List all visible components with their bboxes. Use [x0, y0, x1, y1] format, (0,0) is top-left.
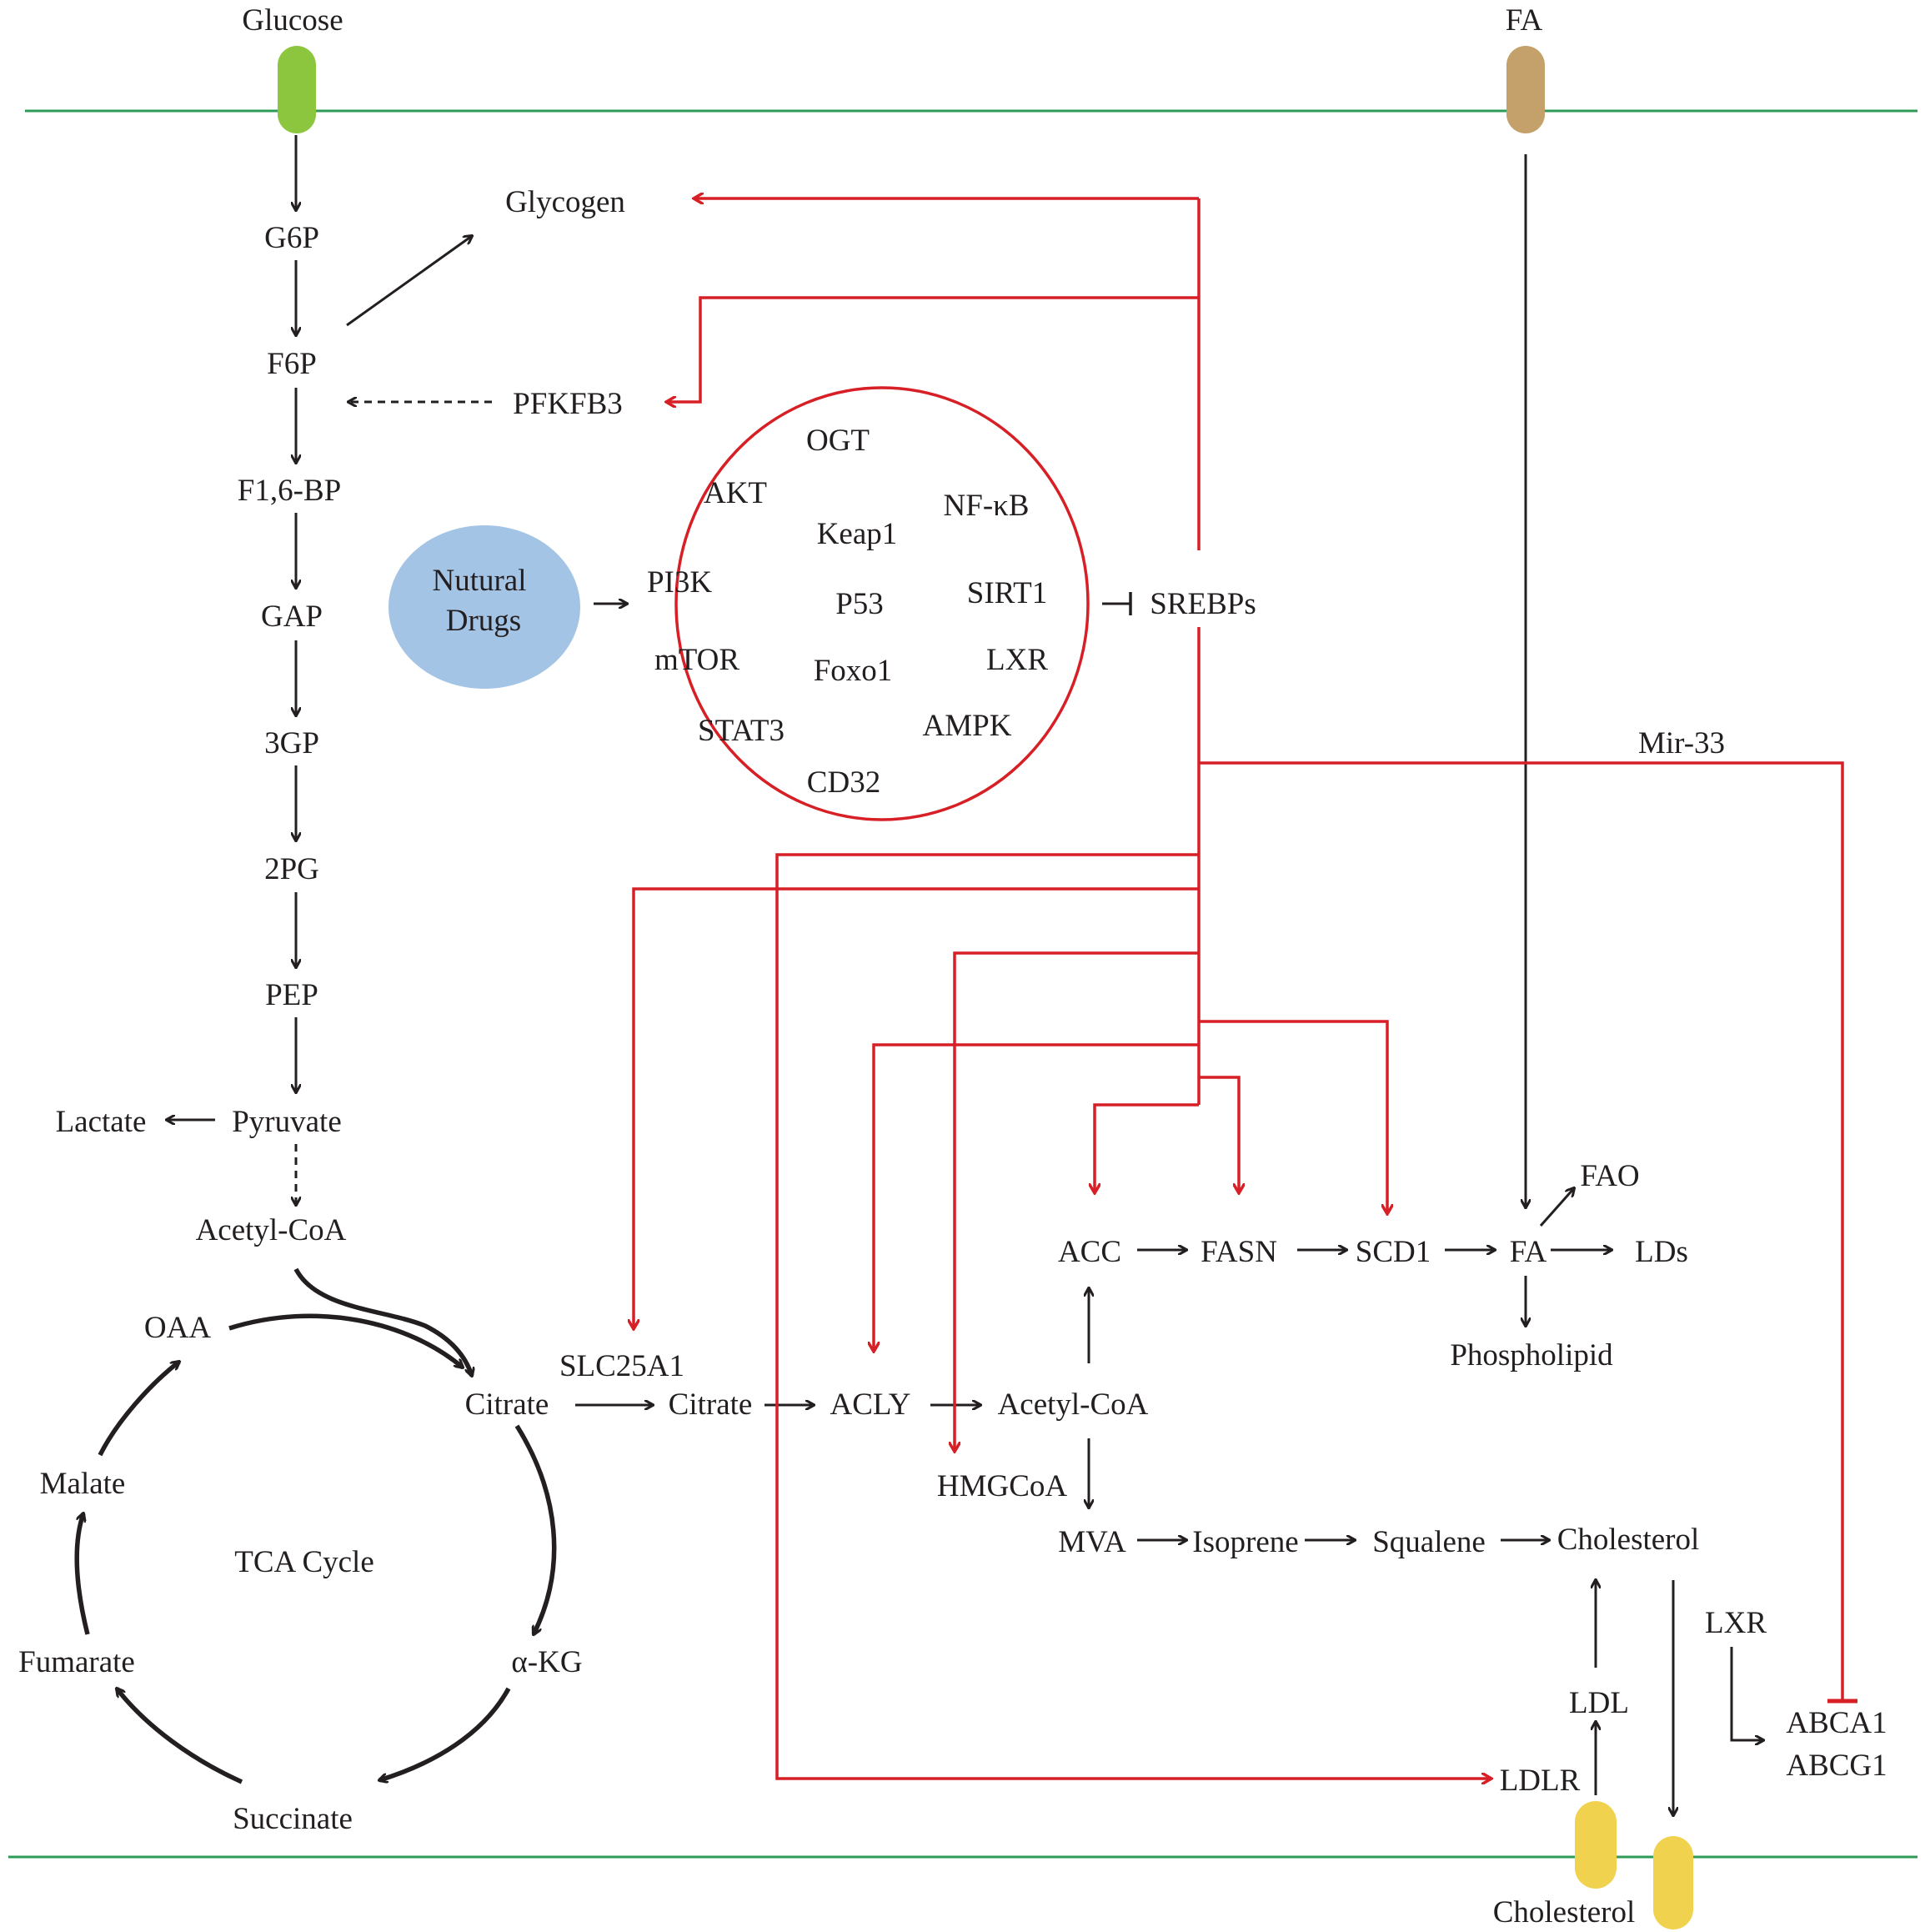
label-ldlr: LDLR	[1500, 1764, 1581, 1798]
label-keap1: Keap1	[817, 517, 898, 551]
arrow-fa-fao	[1539, 1188, 1574, 1227]
label-phospholipid: Phospholipid	[1450, 1338, 1613, 1372]
red-arrow-scd1	[1199, 1020, 1387, 1213]
label-acetylcoa-1: Acetyl-CoA	[196, 1213, 347, 1247]
label-ldl: LDL	[1569, 1686, 1629, 1720]
label-acc: ACC	[1058, 1235, 1121, 1269]
label-glycogen: Glycogen	[505, 185, 625, 219]
label-isoprene: Isoprene	[1192, 1525, 1298, 1559]
label-drugs-2: Drugs	[446, 604, 521, 638]
arrow-f6p-glycogen	[346, 236, 472, 327]
label-acetylcoa-2: Acetyl-CoA	[998, 1388, 1149, 1422]
label-lxr-1: LXR	[986, 643, 1048, 677]
label-fa-top: FA	[1506, 3, 1543, 38]
label-fa-2: FA	[1510, 1235, 1547, 1269]
label-g6p: G6P	[264, 221, 319, 255]
label-fumarate: Fumarate	[18, 1645, 135, 1679]
cholesterol-transporter-in	[1575, 1801, 1617, 1889]
label-ampk: AMPK	[923, 709, 1012, 743]
label-foxo1: Foxo1	[814, 654, 893, 688]
label-fasn: FASN	[1201, 1235, 1277, 1269]
label-mtor: mTOR	[654, 643, 739, 677]
natural-drugs-node	[389, 525, 580, 689]
label-drugs-1: Nutural	[432, 564, 526, 598]
label-abca1: ABCA1	[1786, 1706, 1887, 1740]
fa-transporter	[1506, 46, 1545, 133]
label-lxr-2: LXR	[1705, 1606, 1767, 1640]
label-gap: GAP	[261, 600, 323, 634]
red-arrow-acc	[1095, 1103, 1199, 1192]
red-arrow-fasn	[1199, 1076, 1239, 1192]
label-tca-cycle: TCA Cycle	[234, 1545, 374, 1579]
label-slc25a1: SLC25A1	[559, 1349, 684, 1383]
label-pfkfb3: PFKFB3	[513, 387, 623, 421]
label-abcg1: ABCG1	[1786, 1749, 1887, 1783]
arrow-oaa-citrate	[228, 1313, 463, 1367]
arrow-citrate-akg	[514, 1424, 557, 1634]
label-malate: Malate	[40, 1467, 126, 1501]
arrow-akg-succinate	[379, 1687, 511, 1780]
arrow-lxr-abca1	[1730, 1647, 1763, 1740]
arrow-acetylcoa-citrate	[293, 1267, 472, 1376]
label-3gp: 3GP	[264, 726, 319, 760]
label-citrate-2: Citrate	[669, 1388, 753, 1422]
red-arrow-ldlr	[775, 853, 1491, 1779]
label-acly: ACLY	[830, 1388, 910, 1422]
label-citrate-1: Citrate	[465, 1388, 549, 1422]
label-pep: PEP	[265, 978, 318, 1012]
red-mir33-line	[1199, 761, 1857, 1704]
label-f6p: F6P	[267, 347, 317, 381]
red-arrow-acly	[874, 1043, 1199, 1351]
label-f16bp: F1,6-BP	[238, 474, 341, 508]
label-scd1: SCD1	[1356, 1235, 1431, 1269]
label-fao: FAO	[1580, 1159, 1639, 1193]
label-succinate: Succinate	[233, 1802, 353, 1836]
label-akt: AKT	[704, 476, 767, 510]
label-hmgcoa: HMGCoA	[937, 1469, 1068, 1503]
label-srebps: SREBPs	[1150, 587, 1256, 621]
label-pyruvate: Pyruvate	[232, 1105, 342, 1139]
label-cholesterol-1: Cholesterol	[1557, 1523, 1700, 1557]
label-lactate: Lactate	[56, 1105, 147, 1139]
arrow-succinate-fumarate	[117, 1689, 243, 1784]
label-mva: MVA	[1058, 1525, 1126, 1559]
label-2pg: 2PG	[264, 852, 319, 886]
targets-circle	[674, 386, 1090, 821]
red-arrow-pfkfb3	[667, 296, 1199, 402]
label-stat3: STAT3	[698, 714, 785, 748]
glucose-transporter	[278, 46, 316, 133]
cholesterol-transporter-out	[1653, 1836, 1693, 1929]
label-sirt1: SIRT1	[967, 576, 1047, 610]
red-arrow-slc25a1	[634, 887, 1199, 1328]
label-glucose: Glucose	[242, 3, 343, 38]
red-arrow-hmgcoa	[955, 951, 1199, 1451]
label-ogt: OGT	[806, 424, 870, 458]
label-oaa: OAA	[144, 1311, 211, 1345]
arrow-malate-oaa	[98, 1362, 179, 1457]
label-p53: P53	[835, 587, 884, 621]
label-mir33: Mir-33	[1638, 726, 1725, 760]
label-akg: α-KG	[511, 1645, 582, 1679]
arrow-fumarate-malate	[74, 1513, 90, 1635]
label-cholesterol-2: Cholesterol	[1493, 1895, 1636, 1929]
label-lds: LDs	[1635, 1235, 1688, 1269]
label-cd32: CD32	[807, 765, 880, 800]
label-squalene: Squalene	[1372, 1525, 1486, 1559]
label-nfkb: NF-κB	[944, 489, 1030, 523]
label-pi3k: PI3K	[647, 565, 712, 600]
